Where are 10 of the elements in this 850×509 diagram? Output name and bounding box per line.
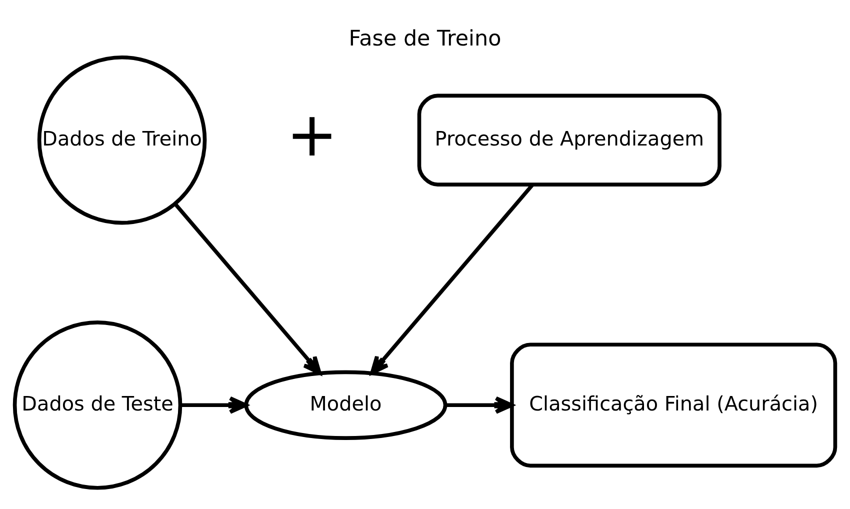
arrow bbox=[174, 202, 322, 374]
diagram-title: Fase de Treino bbox=[348, 26, 502, 51]
node-ellipse: Modelo bbox=[244, 370, 448, 440]
node-box: Classificação Final (Acurácia) bbox=[510, 342, 838, 468]
arrow bbox=[180, 396, 248, 414]
node-circle: Dados de Teste bbox=[12, 320, 182, 490]
node-circle: Dados de Treino bbox=[37, 54, 207, 224]
node-box: Processo de Aprendizagem bbox=[417, 93, 722, 186]
arrow bbox=[446, 396, 514, 414]
label: + bbox=[286, 98, 338, 170]
